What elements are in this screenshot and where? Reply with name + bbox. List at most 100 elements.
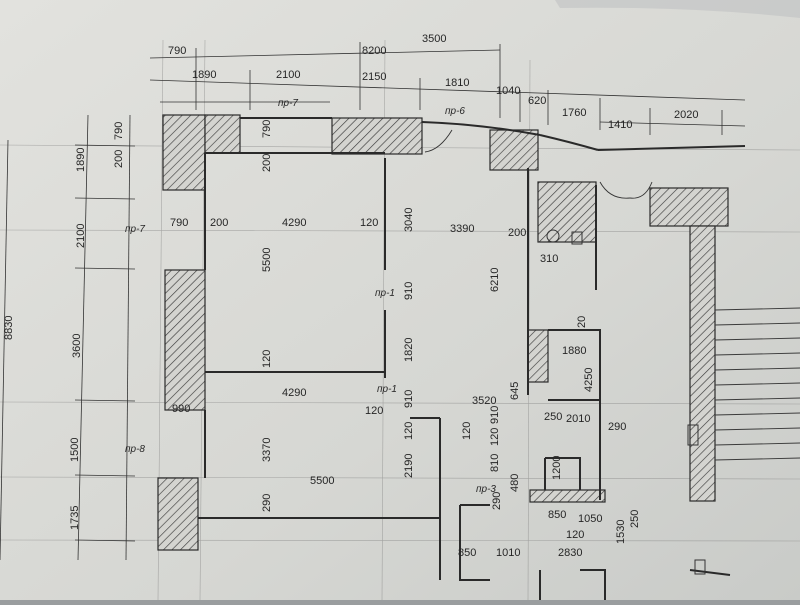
dim-text: 4290 (282, 387, 306, 399)
dim-text: 1500 (69, 438, 81, 462)
left-dimension-text: 790 200 1890 2100 3600 1500 1735 8830 (3, 122, 125, 530)
dim-text: 1760 (562, 107, 586, 119)
dim-text: 990 (172, 403, 190, 415)
dim-text: 810 (489, 454, 501, 472)
dim-text: 20 (576, 316, 588, 328)
dim-text: 1050 (578, 513, 602, 525)
dim-text: 8830 (3, 316, 15, 340)
dim-text: 1890 (75, 148, 87, 172)
dim-text: 5500 (261, 248, 273, 272)
dim-text: 200 (113, 150, 125, 168)
dim-text: 2010 (566, 413, 590, 425)
label-pr1-b: пр-1 (377, 384, 397, 395)
wall-block (537, 181, 597, 243)
top-dimension-text: 790 8200 3500 1890 2100 2150 1810 1040 6… (168, 33, 698, 131)
room1-dimensions: 790 200 4290 120 5500 200 790 120 (170, 120, 378, 368)
dim-text: 1040 (496, 85, 520, 97)
dim-text: 1735 (69, 506, 81, 530)
page-curl (555, 0, 800, 18)
wall-block (527, 329, 549, 383)
dim-text: 200 (508, 227, 526, 239)
dim-text: 120 (566, 529, 584, 541)
dim-text: 850 (548, 509, 566, 521)
wall-block (164, 269, 206, 411)
dim-text: 120 (365, 405, 383, 417)
dim-text: 1880 (562, 345, 586, 357)
fixture-box (687, 424, 699, 446)
dim-text: 310 (540, 253, 558, 265)
label-pr1-a: пр-1 (375, 288, 395, 299)
dim-text: 3040 (403, 208, 415, 232)
dim-text: 910 (489, 406, 501, 424)
dim-text: 2190 (403, 454, 415, 478)
dim-text: 620 (528, 95, 546, 107)
hatched-walls (157, 114, 729, 551)
wall-block (489, 129, 539, 171)
label-pr7-left: пр-7 (125, 224, 145, 235)
fixtures (546, 229, 706, 575)
dim-text: 200 (210, 217, 228, 229)
label-pr7-top: пр-7 (278, 98, 298, 109)
dim-text: 120 (489, 428, 501, 446)
dim-text: 6210 (489, 268, 501, 292)
wall-outlines (198, 117, 746, 600)
dim-text: 250 (629, 510, 641, 528)
wall-block (689, 225, 716, 502)
dim-text: 2150 (362, 71, 386, 83)
dim-text: 5500 (310, 475, 334, 487)
dim-text: 290 (261, 494, 273, 512)
wall-block (162, 114, 206, 191)
dim-text: 290 (608, 421, 626, 433)
dim-text: 910 (403, 282, 415, 300)
wall-block (649, 187, 729, 227)
right-block-dimensions: 310 20 1880 4250 250 2010 290 1200 850 1… (540, 253, 641, 559)
fixture-box (694, 559, 706, 575)
dim-text: 1820 (403, 338, 415, 362)
middle-dimensions: 3040 3390 200 6210 910 1820 910 3520 645… (403, 208, 526, 559)
dim-text: 120 (403, 422, 415, 440)
dim-text: 1200 (551, 456, 563, 480)
left-dimension-lines (0, 114, 136, 561)
wall-block (331, 117, 423, 155)
dim-text: 3520 (472, 395, 496, 407)
dim-text: 2020 (674, 109, 698, 121)
fixture-circle (546, 229, 560, 243)
dim-text: 2100 (75, 224, 87, 248)
dim-text: 1530 (615, 520, 627, 544)
dim-text: 120 (461, 422, 473, 440)
dim-text: 4290 (282, 217, 306, 229)
dim-text: 2830 (558, 547, 582, 559)
label-pr3: пр-3 (476, 484, 496, 495)
fixture-box (571, 231, 583, 245)
dim-text: 3390 (450, 223, 474, 235)
dim-text: 850 (458, 547, 476, 559)
dim-text: 120 (261, 350, 273, 368)
stair-treads (714, 307, 800, 461)
label-pr6: пр-6 (445, 106, 465, 117)
dim-text: 790 (261, 120, 273, 138)
dim-text: 8200 (362, 45, 386, 57)
wall-block (529, 489, 606, 503)
dim-text: 3600 (71, 334, 83, 358)
wall-block (204, 114, 241, 154)
dim-text: 3370 (261, 438, 273, 462)
room2-dimensions: 4290 990 120 3370 290 5500 (172, 387, 383, 512)
dim-text: 790 (170, 217, 188, 229)
dim-text: 1890 (192, 69, 216, 81)
dim-text: 790 (168, 45, 186, 57)
dim-text: 200 (261, 154, 273, 172)
label-pr8: пр-8 (125, 444, 145, 455)
dim-text: 2100 (276, 69, 300, 81)
dim-text: 120 (360, 217, 378, 229)
wall-block (157, 477, 199, 551)
dim-text: 790 (113, 122, 125, 140)
door-swings (424, 129, 653, 199)
dim-text: 645 (509, 382, 521, 400)
dim-text: 4250 (583, 368, 595, 392)
dim-text: 1410 (608, 119, 632, 131)
dim-text: 910 (403, 390, 415, 408)
dim-text: 290 (491, 492, 503, 510)
dim-text: 250 (544, 411, 562, 423)
